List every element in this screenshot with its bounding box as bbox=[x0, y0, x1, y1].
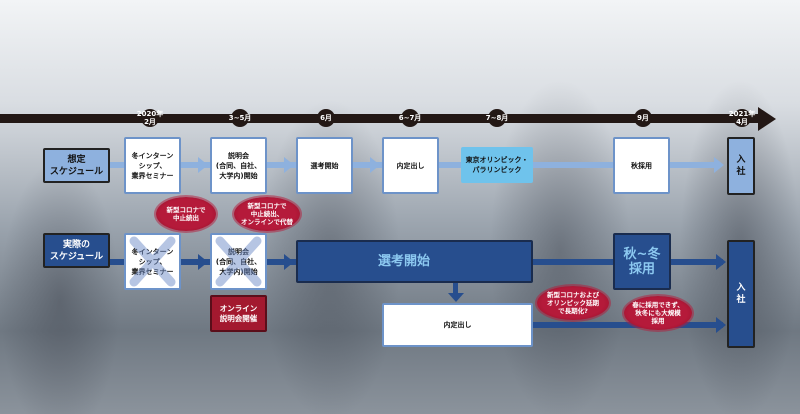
note-burst: 新型コロナで 中止続出 bbox=[156, 197, 216, 231]
timeline-marker: 7~8月 bbox=[485, 109, 509, 127]
arrow-icon bbox=[284, 254, 294, 270]
note-burst: 新型コロナで 中止続出、 オンラインで代替 bbox=[234, 197, 300, 231]
arrow-icon bbox=[198, 157, 208, 173]
arrow-icon bbox=[198, 254, 208, 270]
planned-step-autumn: 秋採用 bbox=[613, 137, 670, 194]
timeline-label: 3~5月 bbox=[228, 114, 252, 122]
timeline-marker: 2020年 2月 bbox=[137, 109, 163, 127]
timeline-label: 7~8月 bbox=[485, 114, 509, 122]
actual-step-selection: 選考開始 bbox=[296, 240, 533, 283]
arrow-icon bbox=[714, 157, 724, 173]
actual-step-autumn-winter: 秋~冬 採用 bbox=[613, 233, 671, 290]
actual-step-briefing: 説明会 (合同、自社、 大学内)開始 bbox=[210, 233, 267, 290]
timeline-arrow-icon bbox=[758, 107, 776, 131]
note-burst: 春に採用できず、 秋冬にも大規模 採用 bbox=[624, 296, 692, 330]
timeline-label: 2020年 2月 bbox=[136, 110, 164, 126]
arrow-icon bbox=[716, 317, 726, 333]
timeline-marker: 6月 bbox=[317, 109, 335, 127]
actual-step-offer: 内定出し bbox=[382, 303, 533, 347]
online-briefing-badge: オンライン 説明会開催 bbox=[210, 295, 267, 332]
timeline-marker: 9月 bbox=[634, 109, 652, 127]
timeline-marker: 6~7月 bbox=[398, 109, 422, 127]
planned-step-join: 入 社 bbox=[727, 137, 755, 195]
arrow-icon bbox=[284, 157, 294, 173]
actual-schedule-label: 実際の スケジュール bbox=[43, 233, 110, 268]
planned-schedule-label: 想定 スケジュール bbox=[43, 148, 110, 183]
timeline-marker: 2021年 4月 bbox=[729, 109, 755, 127]
planned-step-offer: 内定出し bbox=[382, 137, 439, 194]
arrow-icon bbox=[716, 254, 726, 270]
arrow-icon bbox=[370, 157, 380, 173]
planned-step-selection: 選考開始 bbox=[296, 137, 353, 194]
timeline-label: 9月 bbox=[637, 114, 649, 122]
actual-step-join: 入 社 bbox=[727, 240, 755, 348]
actual-connector bbox=[533, 322, 723, 328]
note-burst: 新型コロナおよび オリンピック延期 で長期化? bbox=[537, 286, 609, 320]
timeline-label: 2021年 4月 bbox=[728, 110, 756, 126]
planned-step-olympics: 東京オリンピック・ パラリンピック bbox=[461, 147, 533, 183]
timeline-marker: 3~5月 bbox=[228, 109, 252, 127]
timeline-label: 6~7月 bbox=[398, 114, 422, 122]
timeline-axis bbox=[0, 114, 765, 123]
timeline-label: 6月 bbox=[320, 114, 332, 122]
down-arrow-icon bbox=[448, 293, 464, 302]
actual-step-internship: 冬インターン シップ、 業界セミナー bbox=[124, 233, 181, 290]
down-connector bbox=[453, 283, 458, 295]
planned-step-internship: 冬インターン シップ、 業界セミナー bbox=[124, 137, 181, 194]
planned-step-briefing: 説明会 (合同、自社、 大学内)開始 bbox=[210, 137, 267, 194]
